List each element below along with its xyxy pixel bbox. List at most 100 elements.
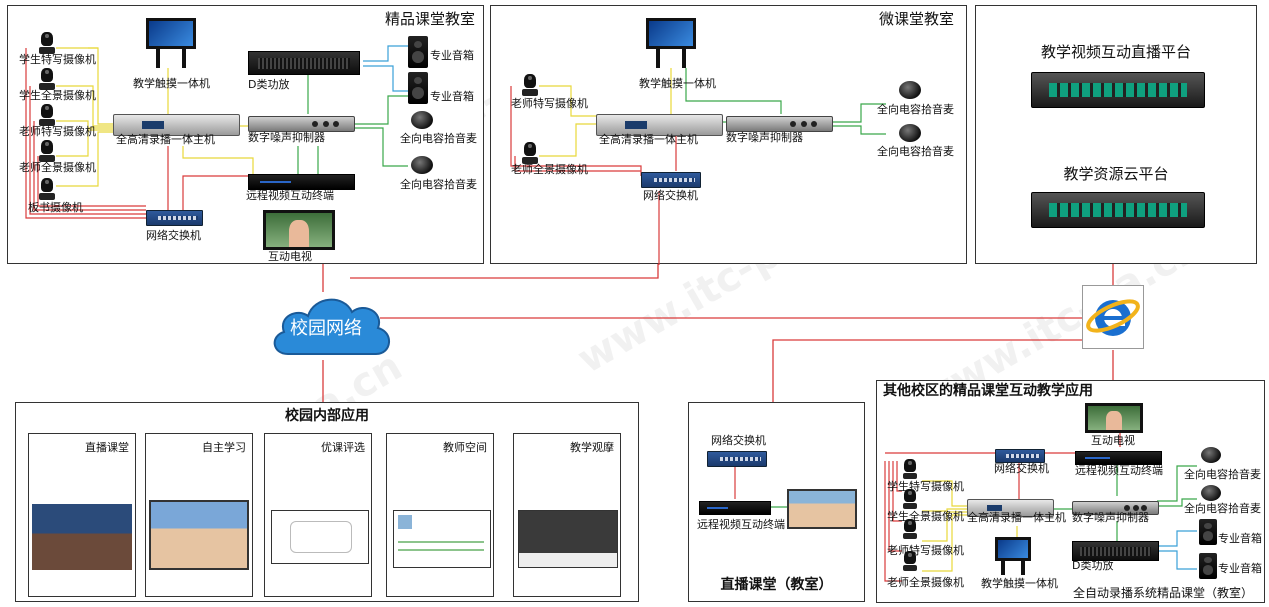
live-classroom-wires: [734, 463, 787, 508]
teacher-closeup-camera-label: 老师特写摄像机: [19, 125, 96, 138]
server-rack-icon: [1031, 72, 1205, 108]
app-card-title: 教学观摩: [570, 441, 614, 454]
noise-suppressor-label: 数字噪声抑制器: [248, 131, 325, 144]
board-camera-label: 板书摄像机: [28, 201, 83, 214]
live-classroom-panel: 网络交换机 远程视频互动终端 直播课堂（教室）: [688, 402, 865, 602]
observation-screenshot: [518, 510, 618, 568]
network-switch-label: 网络交换机: [994, 462, 1049, 475]
speaker-icon: [1199, 553, 1217, 579]
micro-classroom-panel: 微课堂教室 教学触摸一体机 老师特写摄像机 老师全景摄像机 全高清录播一体主机 …: [490, 5, 967, 265]
mic-label-2: 全向电容拾音麦: [1184, 502, 1261, 515]
camera-icon: [38, 140, 56, 162]
premium-classroom-panel: 精品课堂教室 学生特写摄像机 学生全景摄像机 老师特写摄像机 老师全景摄像机 板…: [7, 5, 484, 264]
video-terminal-icon: [1075, 451, 1162, 465]
recording-host-icon: [967, 499, 1054, 517]
network-switch-icon: [707, 451, 767, 467]
camera-icon: [902, 459, 918, 479]
touch-pc-label: 教学触摸一体机: [981, 577, 1058, 590]
video-terminal-label: 远程视频互动终端: [246, 189, 334, 202]
recording-host-label: 全高清录播一体主机: [116, 133, 215, 146]
noise-suppressor-label: 数字噪声抑制器: [1072, 511, 1149, 524]
camera-icon: [38, 104, 56, 126]
live-classroom-title: 直播课堂（教室）: [720, 577, 833, 593]
campus-apps-title: 校园内部应用: [285, 408, 369, 424]
network-switch-icon: [641, 172, 701, 188]
camera-icon: [902, 489, 918, 509]
camera-icon: [38, 178, 56, 200]
teacher-closeup-camera-label: 老师特写摄像机: [887, 544, 964, 557]
classroom-photo: [32, 504, 132, 570]
interactive-tv-label: 互动电视: [268, 250, 312, 263]
video-terminal-label: 远程视频互动终端: [1075, 464, 1163, 477]
campus-network-label: 校园网络: [290, 318, 362, 339]
noise-suppressor-icon: [1072, 501, 1159, 515]
noise-suppressor-label: 数字噪声抑制器: [726, 131, 803, 144]
platforms-panel: 教学视频互动直播平台 教学资源云平台: [975, 5, 1257, 264]
touch-screen-pc-icon: [146, 18, 196, 68]
app-card-title: 自主学习: [202, 441, 246, 454]
app-card-course-review[interactable]: 优课评选: [264, 433, 372, 597]
campus-network-cloud-icon: [273, 298, 390, 355]
video-terminal-label: 远程视频互动终端: [697, 518, 785, 531]
app-card-self-study[interactable]: 自主学习: [145, 433, 253, 597]
students-photo: [149, 500, 249, 570]
network-switch-label: 网络交换机: [146, 229, 201, 242]
touch-screen-pc-icon: [646, 18, 696, 68]
app-card-title: 优课评选: [321, 441, 365, 454]
touch-screen-pc-icon: [995, 537, 1031, 575]
micro-classroom-wires: [510, 68, 886, 265]
speaker-label-2: 专业音箱: [1218, 562, 1262, 575]
camera-icon: [38, 68, 56, 90]
app-card-live-class[interactable]: 直播课堂: [28, 433, 136, 597]
noise-suppressor-icon: [248, 116, 355, 132]
speaker-label-2: 专业音箱: [430, 90, 474, 103]
amplifier-label: D类功放: [248, 78, 290, 91]
teacher-closeup-camera-label: 老师特写摄像机: [511, 97, 588, 110]
network-switch-icon: [995, 449, 1045, 463]
interactive-tv-label: 互动电视: [1091, 434, 1135, 447]
mic-label-1: 全向电容拾音麦: [877, 103, 954, 116]
teacher-space-screenshot: [393, 510, 491, 568]
camera-icon: [521, 142, 539, 164]
student-closeup-camera-label: 学生特写摄像机: [19, 53, 96, 66]
network-switch-label: 网络交换机: [711, 434, 766, 447]
recording-host-label: 全高清录播一体主机: [967, 511, 1066, 524]
microphone-icon: [899, 124, 921, 142]
mic-label-2: 全向电容拾音麦: [877, 145, 954, 158]
app-card-title: 直播课堂: [85, 441, 129, 454]
micro-classroom-title: 微课堂教室: [878, 10, 954, 28]
interactive-tv-icon: [1085, 403, 1143, 433]
interactive-tv-icon: [263, 210, 335, 250]
premium-classroom-wires: [25, 45, 408, 219]
mic-label-1: 全向电容拾音麦: [400, 132, 477, 145]
touch-pc-label: 教学触摸一体机: [639, 77, 716, 90]
student-panorama-camera-label: 学生全景摄像机: [19, 89, 96, 102]
other-campus-panel: 其他校区的精品课堂互动教学应用 互动电视 网络交换机 远程视频互动终端 全向电容…: [876, 380, 1265, 603]
campus-apps-panel: 校园内部应用 直播课堂 自主学习 优课评选 教师空间 教学观摩: [15, 402, 639, 602]
app-card-teacher-space[interactable]: 教师空间: [386, 433, 494, 597]
review-screenshot: [271, 510, 369, 564]
amplifier-icon: [1072, 541, 1159, 561]
other-campus-wires: [884, 429, 1197, 582]
network-switch-label: 网络交换机: [643, 189, 698, 202]
teacher-panorama-camera-label: 老师全景摄像机: [511, 163, 588, 176]
app-card-title: 教师空间: [443, 441, 487, 454]
server-rack-icon: [1031, 192, 1205, 228]
speaker-icon: [408, 36, 428, 68]
amplifier-icon: [248, 51, 360, 75]
camera-icon: [902, 551, 918, 571]
speaker-icon: [408, 72, 428, 104]
student-panorama-camera-label: 学生全景摄像机: [887, 510, 964, 523]
microphone-icon: [411, 156, 433, 174]
teacher-panorama-camera-label: 老师全景摄像机: [887, 576, 964, 589]
camera-icon: [521, 74, 539, 96]
mic-label-1: 全向电容拾音麦: [1184, 468, 1261, 481]
mic-label-2: 全向电容拾音麦: [400, 178, 477, 191]
recording-host-icon: [596, 114, 723, 136]
recording-host-icon: [113, 114, 240, 136]
app-card-teaching-observation[interactable]: 教学观摩: [513, 433, 621, 597]
other-campus-footer: 全自动录播系统精品课堂（教室）: [1073, 586, 1254, 600]
premium-classroom-title: 精品课堂教室: [384, 10, 475, 28]
student-closeup-camera-label: 学生特写摄像机: [887, 480, 964, 493]
microphone-icon: [1201, 447, 1221, 463]
